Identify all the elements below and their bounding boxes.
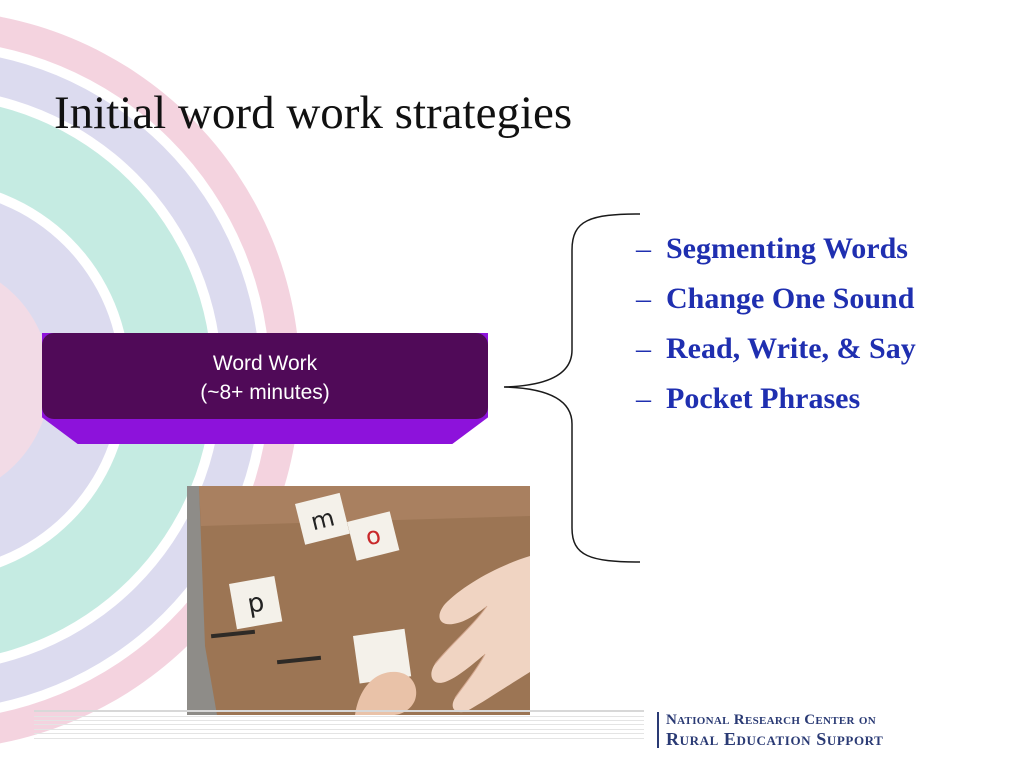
nrcres-logo: National Research Center on Rural Educat… [657,712,884,749]
word-work-box-face: Word Work (~8+ minutes) [42,333,488,419]
blank-line-1 [210,629,256,639]
strategy-text: Change One Sound [666,282,915,315]
word-work-box: Word Work (~8+ minutes) [42,333,488,445]
strategy-text: Segmenting Words [666,232,908,265]
tile-letter: o [363,521,384,552]
curly-brace [503,213,641,563]
blank-line-2 [276,655,322,665]
strategy-list: –Segmenting Words –Change One Sound –Rea… [636,228,956,428]
list-item: –Change One Sound [636,282,915,315]
list-item: –Read, Write, & Say [636,332,916,365]
adult-hand-edge [434,605,488,699]
logo-line-2: Rural Education Support [666,729,884,749]
logo-line-1: National Research Center on [666,712,876,728]
letter-tile-partial [353,628,412,684]
footer-rule [34,710,644,739]
strategy-text: Read, Write, & Say [666,332,916,365]
arc-inner-pink [0,282,50,478]
letter-tile-o [347,511,400,561]
list-item: –Pocket Phrases [636,382,861,415]
slide-title: Initial word work strategies [54,87,573,139]
strategy-text: Pocket Phrases [666,382,861,415]
letter-tile-p [229,576,283,630]
word-work-photo: m o p [187,486,530,715]
list-item: –Segmenting Words [636,232,908,265]
word-work-label: Word Work [212,352,318,375]
cardboard-shade [199,486,530,526]
tile-letter: p [245,587,266,619]
word-work-duration: (~8+ minutes) [200,381,330,404]
child-hand [355,671,417,715]
adult-hand [431,556,530,713]
letter-tile-m [295,492,350,545]
